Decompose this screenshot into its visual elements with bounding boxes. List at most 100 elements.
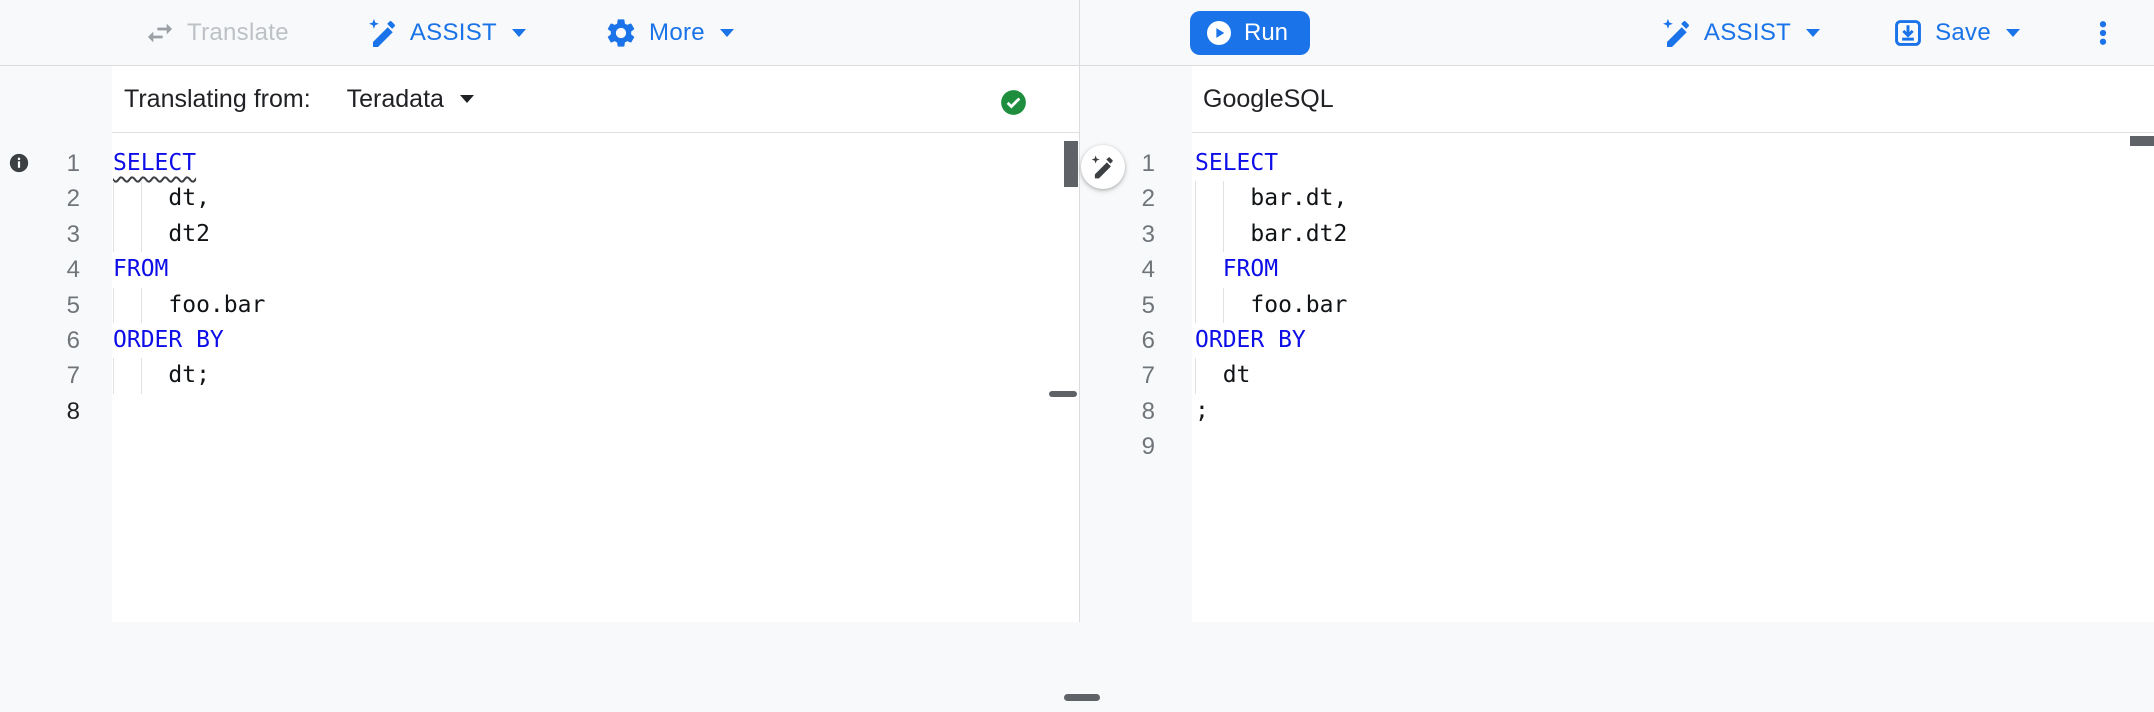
code-line[interactable]: 3 dt2 bbox=[0, 216, 1079, 253]
translating-from-label: Translating from: bbox=[124, 84, 311, 113]
chevron-down-icon bbox=[1806, 28, 1821, 37]
code-text bbox=[113, 394, 1079, 429]
sql-text: dt2 bbox=[113, 220, 210, 247]
line-number: 6 bbox=[1141, 326, 1155, 354]
chevron-down-icon bbox=[512, 28, 527, 37]
sql-text: foo.bar bbox=[1195, 291, 1348, 318]
target-vertical-scrollbar-thumb[interactable] bbox=[2130, 136, 2154, 146]
sql-text: dt, bbox=[113, 185, 210, 212]
source-vertical-scrollbar-thumb[interactable] bbox=[1064, 141, 1078, 187]
magic-pen-icon bbox=[367, 17, 399, 49]
source-panel-header: Translating from: Teradata bbox=[112, 66, 1079, 133]
target-dialect-title: GoogleSQL bbox=[1203, 84, 1334, 113]
code-line[interactable]: 1 SELECT bbox=[1080, 146, 2154, 181]
sql-text: foo.bar bbox=[113, 291, 266, 318]
code-line[interactable]: 5 foo.bar bbox=[1080, 287, 2154, 323]
toolbar: Translate ASSIST More bbox=[0, 0, 2154, 66]
line-number: 9 bbox=[1141, 433, 1155, 461]
sql-keyword: SELECT bbox=[113, 150, 197, 176]
sql-keyword: ORDER BY bbox=[1195, 326, 1306, 353]
assist-left-label: ASSIST bbox=[409, 18, 498, 46]
line-number: 3 bbox=[1141, 220, 1155, 248]
code-line[interactable]: 3 bar.dt2 bbox=[1080, 216, 2154, 253]
play-circle-icon bbox=[1204, 18, 1234, 48]
line-number: 5 bbox=[1141, 291, 1155, 319]
code-text: dt; bbox=[113, 358, 1079, 394]
gear-icon bbox=[604, 16, 638, 50]
code-line[interactable]: 7 dt bbox=[1080, 358, 2154, 394]
source-dialect-dropdown[interactable]: Teradata bbox=[347, 85, 474, 114]
sql-keyword: ORDER BY bbox=[113, 326, 224, 353]
code-text: ; bbox=[1195, 394, 2154, 429]
code-text: ORDER BY bbox=[113, 323, 1079, 358]
indent-guide bbox=[113, 358, 114, 394]
code-line[interactable]: 2 bar.dt, bbox=[1080, 181, 2154, 217]
indent-guide bbox=[113, 216, 114, 253]
indent-guide bbox=[1195, 358, 1196, 394]
code-line[interactable]: 1 SELECT bbox=[0, 146, 1079, 181]
more-button[interactable]: More bbox=[600, 10, 738, 56]
source-dialect-value: Teradata bbox=[346, 84, 444, 113]
run-button[interactable]: Run bbox=[1190, 10, 1311, 55]
save-label: Save bbox=[1935, 18, 1991, 46]
code-line[interactable]: 5 foo.bar bbox=[0, 287, 1079, 323]
code-text: SELECT bbox=[1195, 146, 2154, 181]
kebab-menu-button[interactable] bbox=[2088, 18, 2118, 48]
assist-inline-button[interactable] bbox=[1081, 145, 1125, 189]
line-number: 7 bbox=[1141, 362, 1155, 390]
code-text: SELECT bbox=[113, 146, 1079, 181]
panel-splitter[interactable] bbox=[1079, 0, 1080, 622]
indent-guide bbox=[113, 287, 114, 323]
indent-guide bbox=[1195, 181, 1196, 217]
line-number: 1 bbox=[1141, 150, 1155, 177]
green-check-icon bbox=[1000, 89, 1027, 116]
code-line[interactable]: 4 FROM bbox=[1080, 252, 2154, 288]
translate-button[interactable]: Translate bbox=[140, 11, 293, 55]
indent-guide bbox=[140, 181, 142, 217]
code-line[interactable]: 9 bbox=[1080, 429, 2154, 464]
code-line[interactable]: 8; bbox=[1080, 394, 2154, 429]
toolbar-right-group: ASSIST Save bbox=[1657, 11, 2118, 55]
line-number: 8 bbox=[66, 397, 80, 425]
code-text: ORDER BY bbox=[1195, 323, 2154, 358]
more-label: More bbox=[649, 18, 705, 46]
sql-keyword: FROM bbox=[113, 256, 169, 283]
indent-guide bbox=[1222, 216, 1224, 253]
code-text: dt bbox=[1195, 358, 2154, 394]
magic-pen-icon bbox=[1090, 154, 1116, 180]
code-line[interactable]: 8 bbox=[0, 394, 1079, 429]
chevron-down-icon bbox=[2006, 28, 2020, 37]
assist-right-label: ASSIST bbox=[1703, 18, 1792, 46]
toolbar-right: Run ASSIST bbox=[1080, 0, 2154, 65]
indent-guide bbox=[140, 287, 142, 323]
code-text: FROM bbox=[113, 252, 1079, 287]
line-number: 5 bbox=[66, 291, 80, 319]
save-button[interactable]: Save bbox=[1888, 11, 2024, 55]
line-number: 1 bbox=[66, 150, 80, 177]
code-line[interactable]: 2 dt, bbox=[0, 181, 1079, 217]
code-text: bar.dt2 bbox=[1195, 216, 2154, 253]
splitter-drag-handle[interactable] bbox=[1049, 391, 1077, 397]
magic-pen-icon bbox=[1661, 17, 1693, 49]
translate-label: Translate bbox=[187, 18, 289, 46]
code-line[interactable]: 7 dt; bbox=[0, 358, 1079, 394]
indent-guide bbox=[1195, 287, 1196, 323]
code-line[interactable]: 6 ORDER BY bbox=[1080, 323, 2154, 358]
assist-right-button[interactable]: ASSIST bbox=[1657, 11, 1824, 55]
info-icon[interactable] bbox=[8, 152, 30, 174]
code-text bbox=[1195, 429, 2154, 464]
assist-left-button[interactable]: ASSIST bbox=[363, 11, 530, 55]
line-number: 8 bbox=[1141, 397, 1155, 425]
run-label: Run bbox=[1244, 18, 1289, 46]
sql-text: dt; bbox=[113, 362, 210, 389]
sql-text bbox=[1195, 256, 1223, 282]
indent-guide bbox=[140, 216, 142, 253]
sql-text: dt bbox=[1195, 362, 1251, 389]
code-text: dt, bbox=[113, 181, 1079, 217]
bottom-panel-drag-handle[interactable] bbox=[1064, 694, 1100, 701]
